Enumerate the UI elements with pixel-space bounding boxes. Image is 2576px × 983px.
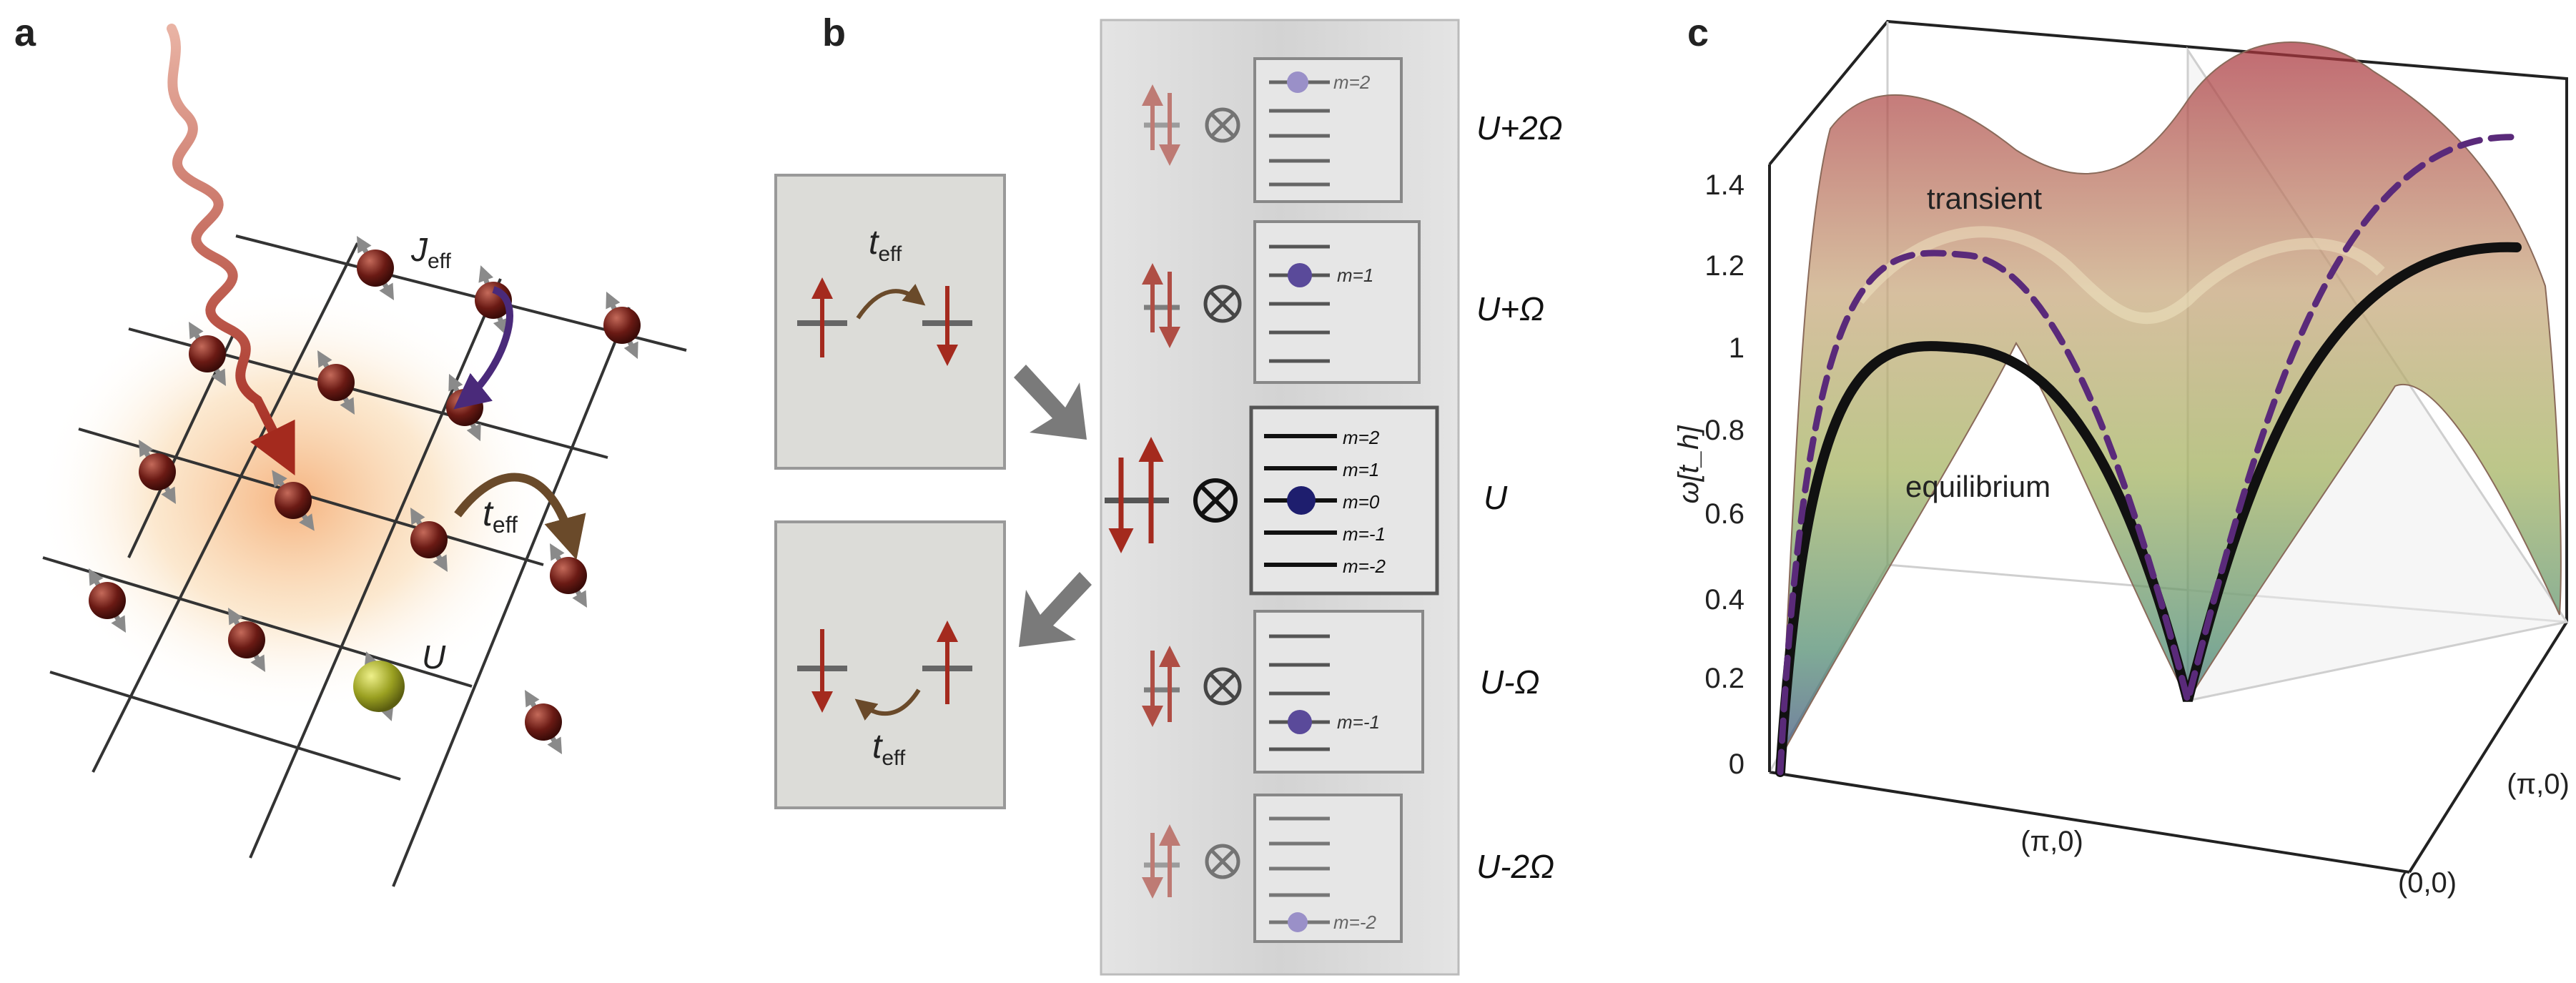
j-eff-label: J: [410, 231, 428, 268]
j-eff-arrow-icon: [453, 286, 513, 410]
panel-b: b teff teff: [774, 11, 1563, 976]
y-tick: 0.8: [1704, 415, 1745, 446]
hopping-box-bottom: [774, 520, 1006, 809]
t-eff-label-b-top: t: [869, 224, 879, 262]
energy-label-zero: U: [1484, 479, 1508, 516]
photon-occupation-icon: [1287, 486, 1316, 515]
ladder-lines-zero: [1264, 434, 1337, 567]
hopping-bottom-content: teff: [797, 621, 972, 770]
ladder-m-label: m=-2: [1343, 555, 1386, 577]
sector-row-plus1: [1142, 263, 1242, 348]
sector-row-minus1: [1142, 646, 1242, 727]
transient-annotation: transient: [1927, 182, 2042, 215]
x-label-front: (π,0): [2020, 826, 2083, 857]
y-tick: 0: [1729, 749, 1745, 780]
ladder-m-label: m=1: [1343, 459, 1379, 480]
svg-text:teff: teff: [483, 493, 518, 538]
ladder-box-plus2: [1253, 57, 1403, 203]
panel-a: a: [14, 11, 687, 887]
surface-highlight: [1854, 226, 2385, 325]
doublon-atom: [353, 648, 405, 723]
sector-row-minus2: [1142, 824, 1240, 899]
photon-occupation-icon: [1288, 912, 1308, 932]
equilibrium-annotation: equilibrium: [1905, 470, 2051, 503]
m-label-minus1: m=-1: [1337, 711, 1380, 733]
m-label-plus1: m=1: [1337, 265, 1373, 286]
arrow-down-right-icon: [1014, 365, 1087, 440]
transient-curve: [1777, 134, 2520, 776]
y-tick: 1: [1729, 332, 1745, 364]
equilibrium-curve: [1775, 242, 2522, 777]
lattice-grid: [42, 234, 687, 887]
photon-occupation-icon: [1288, 263, 1312, 287]
arrow-down-left-icon: [1019, 572, 1092, 647]
panel-c: c 0 0.2 0.4 0.6 0.8 1 1.2 1.4: [1673, 11, 2570, 899]
x-label-right: (π,0): [2507, 769, 2570, 800]
y-tick: 0.6: [1704, 498, 1745, 530]
energy-label-plus2: U+2Ω: [1476, 109, 1563, 147]
t-eff-arrow-icon: [454, 473, 586, 560]
svg-text:teff: teff: [869, 224, 902, 266]
ladder-m-label: m=0: [1343, 491, 1380, 513]
energy-label-plus1: U+Ω: [1476, 290, 1544, 327]
y-tick: 1.4: [1704, 169, 1745, 201]
t-eff-subscript: eff: [493, 512, 518, 538]
sector-row-zero: [1105, 437, 1238, 553]
y-tick: 0.2: [1704, 663, 1745, 694]
hop-arrow-icon: [854, 688, 921, 721]
panel-label-c: c: [1687, 11, 1709, 54]
sector-row-plus2: [1142, 84, 1240, 166]
ladder-box-zero: [1249, 405, 1439, 596]
panel-label-a: a: [14, 11, 36, 54]
t-eff-label-b-bottom: t: [872, 728, 883, 766]
ladder-m-label: m=-1: [1343, 523, 1386, 545]
x-label-corner: (0,0): [2398, 867, 2457, 899]
laser-beam-icon: [167, 24, 295, 476]
svg-text:teff: teff: [872, 728, 906, 770]
m-label-plus2: m=2: [1333, 71, 1371, 93]
m-label-minus2: m=-2: [1333, 912, 1377, 933]
y-axis: 0 0.2 0.4 0.6 0.8 1 1.2 1.4 ω[t_h]: [1673, 164, 1771, 780]
y-tick: 1.2: [1704, 250, 1745, 282]
energy-label-minus1: U-Ω: [1480, 663, 1540, 701]
t-eff-sub-b-top: eff: [878, 242, 902, 266]
photon-occupation-icon: [1288, 710, 1312, 734]
y-tick: 0.4: [1704, 584, 1745, 616]
ladder-lines-plus2: [1269, 80, 1330, 187]
lattice-atoms: [82, 232, 644, 758]
photon-occupation-icon: [1287, 71, 1308, 93]
hopping-top-content: teff: [797, 224, 972, 366]
u-label: U: [422, 638, 446, 676]
t-eff-sub-b-bottom: eff: [882, 746, 905, 770]
svg-text:Jeff: Jeff: [410, 231, 451, 273]
y-axis-label: ω[t_h]: [1673, 425, 1704, 504]
panel-label-b: b: [822, 11, 846, 54]
j-eff-subscript: eff: [428, 250, 451, 273]
energy-label-minus2: U-2Ω: [1476, 848, 1554, 885]
ladder-m-label: m=2: [1343, 427, 1380, 448]
hop-arrow-icon: [856, 284, 926, 320]
ladder-lines-minus2: [1269, 816, 1330, 924]
t-eff-label: t: [483, 493, 494, 533]
